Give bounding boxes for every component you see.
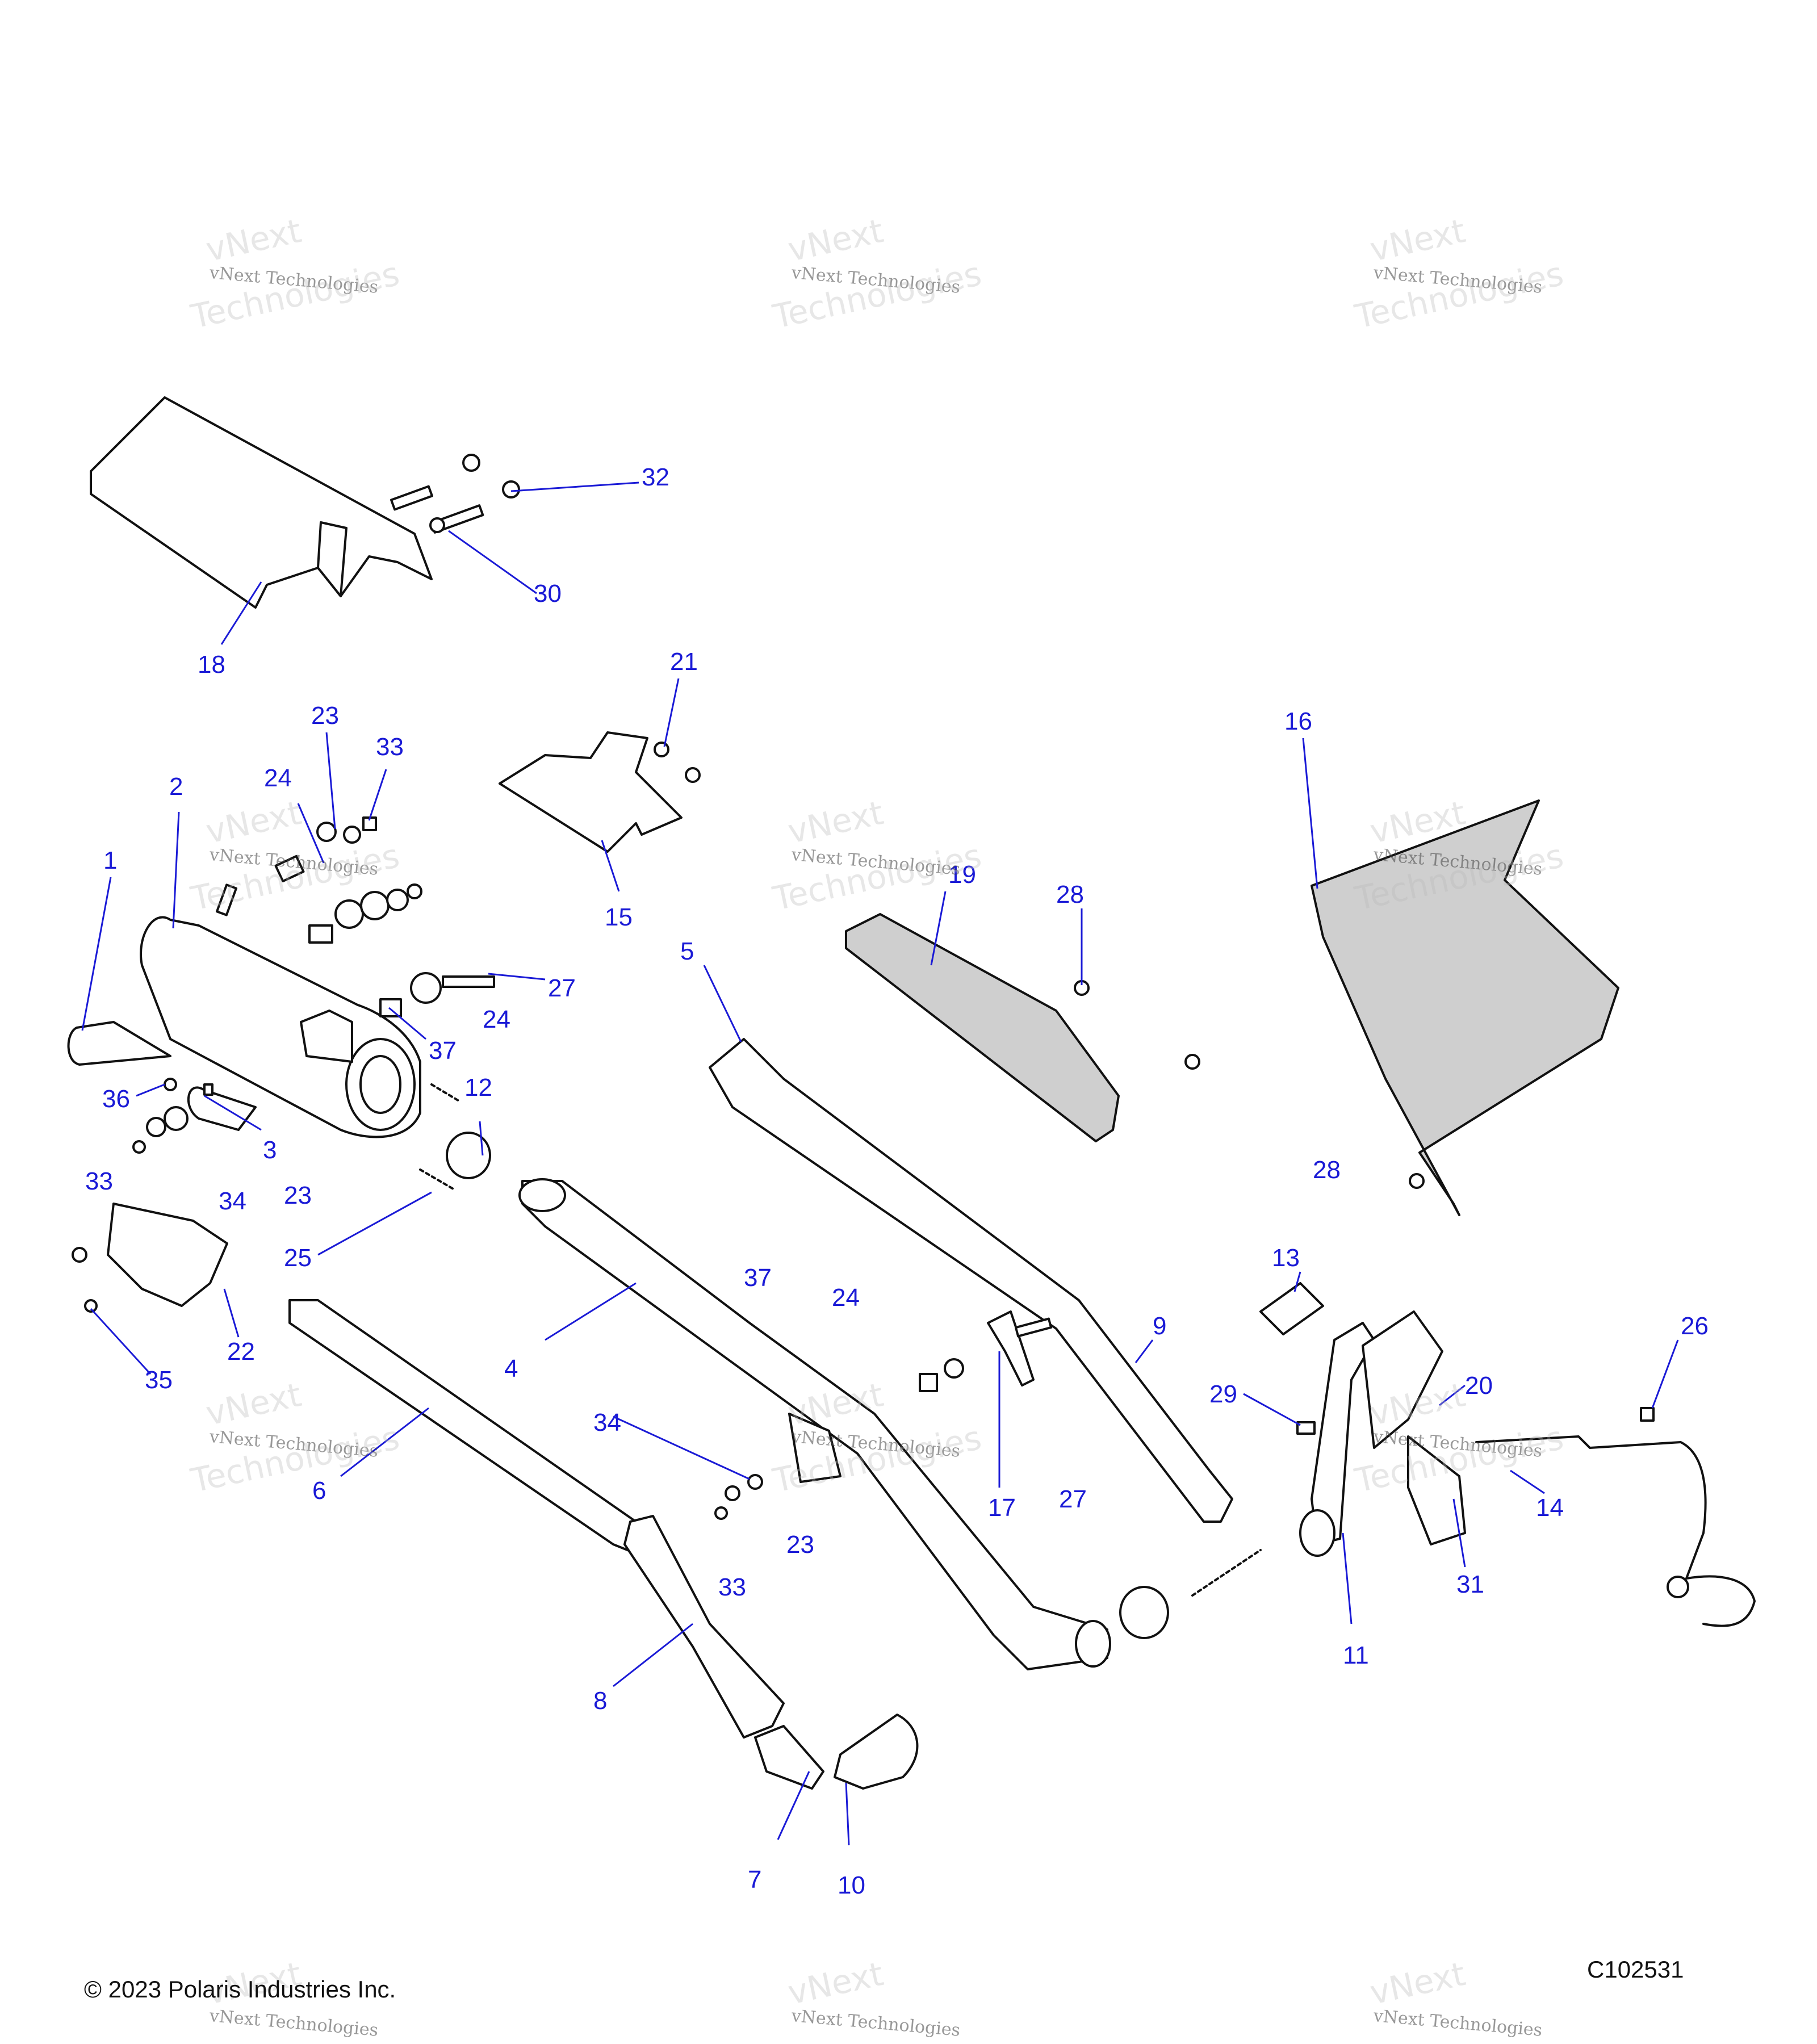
gasket-13: [1259, 1282, 1324, 1335]
diagram-code: C102531: [1587, 1956, 1684, 1983]
spring-25: [419, 1168, 455, 1191]
svg-text:vNext: vNext: [785, 1954, 887, 2012]
shield-19[interactable]: [845, 913, 1120, 1142]
callout-10: 10: [838, 1871, 865, 1899]
heat-shield-31: [1407, 1435, 1466, 1545]
callout-1: 1: [103, 847, 117, 874]
svg-text:vNext: vNext: [785, 211, 887, 269]
svg-text:vNext: vNext: [1367, 1954, 1469, 2012]
callout-26: 26: [1681, 1312, 1709, 1340]
bracket-15: [499, 731, 683, 853]
svg-text:vNext Technologies: vNext Technologies: [790, 2006, 961, 2041]
svg-text:vNext: vNext: [203, 211, 305, 269]
callout-29: 29: [1209, 1380, 1237, 1408]
callout-27b: 27: [1059, 1485, 1087, 1513]
callout-32: 32: [642, 463, 669, 491]
bolt-29: [1296, 1421, 1316, 1435]
head-pipe-4: [518, 1178, 1111, 1670]
callout-23b: 23: [284, 1182, 312, 1209]
callout-36: 36: [102, 1085, 130, 1113]
callout-27: 27: [548, 974, 576, 1002]
callout-15: 15: [605, 903, 633, 931]
callout-labels: 1 2 3 4 5 6 7 8 9 10 11 12 13 14 15 16 1…: [85, 463, 1709, 1899]
copyright-notice: © 2023 Polaris Industries Inc.: [84, 1976, 396, 2003]
callout-31: 31: [1456, 1570, 1484, 1598]
o2-sensor-14: [1475, 1435, 1756, 1627]
watermark: vNext vNext Technologies Technologies: [187, 211, 403, 336]
svg-text:vNext: vNext: [203, 1375, 305, 1433]
watermark: vNext vNext Technologies Technologies: [1351, 211, 1567, 336]
svg-text:vNext: vNext: [1367, 211, 1469, 269]
tip-1: [67, 1021, 171, 1066]
bolt-30: [390, 485, 484, 534]
callout-33c: 33: [718, 1573, 746, 1601]
callout-24: 24: [264, 764, 292, 792]
watermark: vNext vNext Technologies: [1367, 1954, 1543, 2041]
flange-20: [1362, 1310, 1443, 1449]
tailpipe-8: [623, 1515, 785, 1739]
watermark: vNext vNext Technologies Technologies: [769, 211, 985, 336]
callout-28b: 28: [1313, 1156, 1341, 1184]
callout-25: 25: [284, 1244, 312, 1272]
callout-33b: 33: [85, 1167, 113, 1195]
callout-21: 21: [670, 648, 698, 676]
callout-17: 17: [988, 1494, 1016, 1522]
callout-7: 7: [748, 1866, 761, 1894]
watermark: vNext vNext Technologies Technologies: [769, 793, 985, 918]
callout-2: 2: [169, 773, 183, 801]
clip-26: [1640, 1407, 1655, 1422]
callout-3: 3: [263, 1136, 277, 1164]
svg-text:vNext: vNext: [785, 793, 887, 851]
svg-text:vNext: vNext: [203, 793, 305, 851]
watermark: vNext vNext Technologies Technologies: [187, 1375, 403, 1500]
callout-13: 13: [1272, 1244, 1300, 1272]
callout-5: 5: [680, 937, 694, 965]
guard-22: [107, 1203, 228, 1307]
heat-shield-18: [90, 396, 433, 609]
bracket-17: [987, 1310, 1035, 1387]
callout-37: 37: [429, 1037, 457, 1065]
seal-12: [446, 1132, 491, 1179]
callout-23c: 23: [786, 1531, 814, 1559]
callout-18: 18: [198, 651, 225, 678]
clamp-7: [754, 1725, 824, 1790]
callout-20: 20: [1465, 1372, 1493, 1400]
callout-4: 4: [504, 1355, 518, 1383]
callout-28: 28: [1056, 881, 1084, 908]
tip-10: [834, 1714, 919, 1790]
callout-24c: 24: [832, 1284, 860, 1312]
callout-33: 33: [376, 733, 404, 761]
callout-11: 11: [1343, 1641, 1369, 1669]
parts-artwork: [67, 396, 1756, 1790]
callout-24b: 24: [483, 1006, 510, 1033]
callout-16: 16: [1284, 707, 1312, 735]
callout-19: 19: [948, 861, 976, 889]
mount-hardware: [132, 816, 495, 1154]
callout-35: 35: [145, 1366, 173, 1394]
callout-37b: 37: [744, 1264, 772, 1292]
callout-8: 8: [593, 1687, 607, 1715]
callout-23: 23: [311, 702, 339, 730]
callout-34b: 34: [593, 1409, 621, 1436]
callout-9: 9: [1153, 1312, 1166, 1340]
bolt-21: [654, 742, 669, 757]
callout-22: 22: [227, 1338, 255, 1366]
shield-16[interactable]: [1311, 799, 1619, 1216]
svg-text:vNext Technologies: vNext Technologies: [1372, 2006, 1543, 2041]
nut-32: [462, 454, 480, 472]
callout-14: 14: [1536, 1494, 1564, 1522]
manifold-11: [1259, 1282, 1466, 1557]
svg-text:vNext Technologies: vNext Technologies: [208, 2006, 379, 2041]
callout-30: 30: [534, 580, 562, 608]
callout-12: 12: [464, 1074, 492, 1101]
watermark: vNext vNext Technologies: [785, 1954, 961, 2041]
callout-34: 34: [219, 1187, 246, 1215]
muffler-2: [140, 883, 421, 1138]
callout-6: 6: [312, 1477, 326, 1505]
pipe-9: [709, 1038, 1233, 1523]
leader-lines: [81, 481, 1679, 1846]
